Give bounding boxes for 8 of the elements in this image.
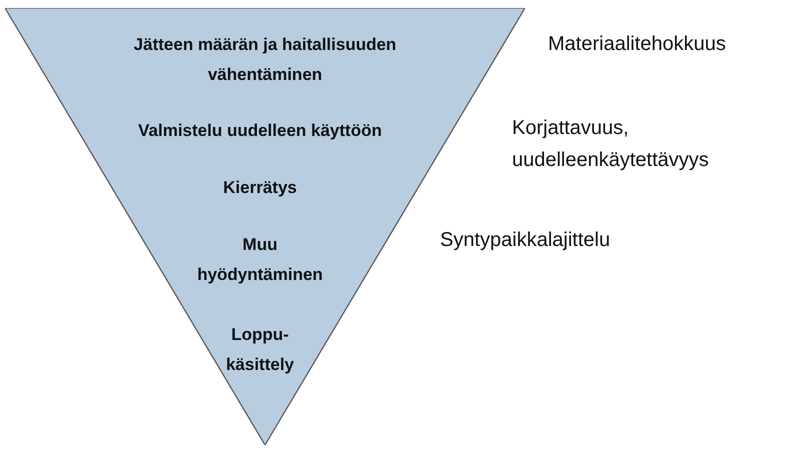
tier-label: Valmistelu uudelleen käyttöön [137, 120, 383, 142]
tier-label: Kierrätys [222, 177, 298, 199]
tier-label: Loppu- käsittely [224, 324, 296, 376]
side-label: Syntypaikkalajittelu [440, 228, 612, 253]
side-label: Materiaalitehokkuus [548, 32, 727, 57]
tier-label: Muu hyödyntäminen [196, 234, 324, 286]
tier-label: Jätteen määrän ja haitallisuuden vähentäminen [132, 34, 398, 86]
side-label: Korjattavuus, uudelleenkäytettävyys [512, 116, 710, 173]
